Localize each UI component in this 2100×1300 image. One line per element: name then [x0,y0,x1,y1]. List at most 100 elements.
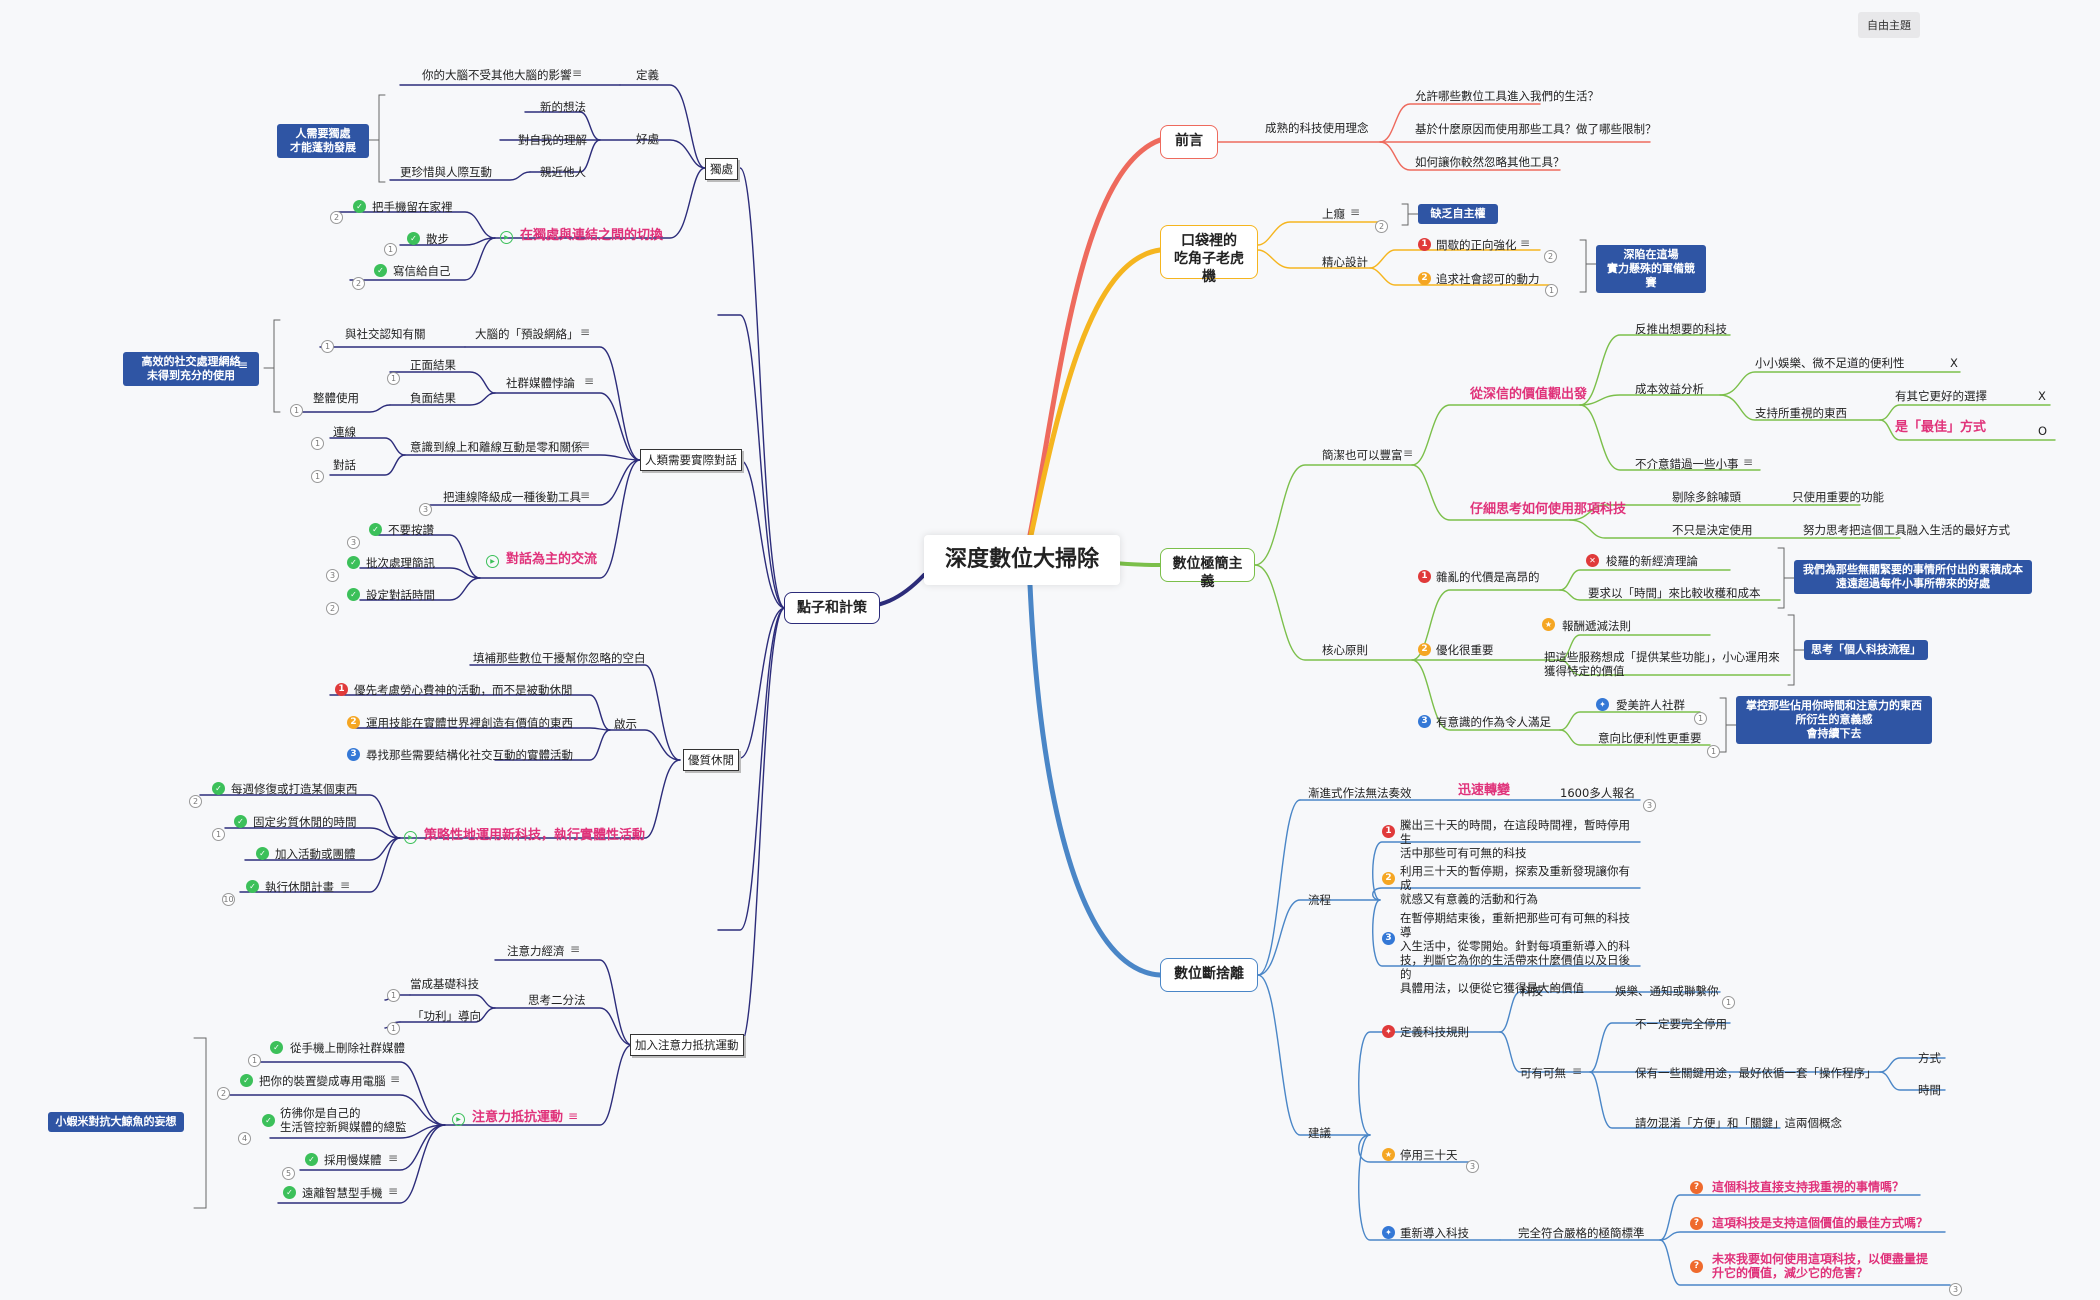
min-value-better[interactable]: 有其它更好的選擇 [1895,389,1987,403]
min-core-2[interactable]: 優化很重要 [1436,643,1494,657]
min-value-head[interactable]: 從深信的價值觀出發 [1470,387,1588,402]
dec-flow[interactable]: 流程 [1308,893,1331,907]
sol-benefit-4[interactable]: 更珍惜與人際互動 [400,165,492,179]
dec-gradual[interactable]: 漸進式作法無法奏效 [1308,786,1412,800]
resist-move[interactable]: 注意力抵抗運動 [472,1110,564,1125]
min-value-best[interactable]: 是「最佳」方式 [1895,420,1987,435]
resist-base[interactable]: 當成基礎科技 [410,977,479,991]
conv-link[interactable]: 連線 [333,425,356,439]
min-think-only[interactable]: 只使用重要的功能 [1792,490,1884,504]
box-social-network[interactable]: 高效的社交處理網絡 未得到充分的使用 [123,352,259,386]
tiger-design[interactable]: 精心設計 [1322,255,1368,269]
dec-optional-3[interactable]: 請勿混淆「方便」和「關鍵」這兩個概念 [1635,1116,1842,1130]
dec-optional-2[interactable]: 保有一些關鍵用途，最好依循一套「操作程序」 [1635,1066,1877,1080]
box-lack-autonomy[interactable]: 缺乏自主權 [1418,204,1498,224]
box-personal-tech-process[interactable]: 思考「個人科技流程」 [1804,640,1928,660]
min-value-support[interactable]: 支持所重視的東西 [1755,406,1847,420]
resist-move-5[interactable]: 遠離智慧型手機 [302,1186,383,1200]
node-conversation[interactable]: 人類需要實際對話 [640,449,742,471]
tiger-design-2[interactable]: 追求社會認可的動力 [1436,272,1540,286]
dec-optional-2b[interactable]: 時間 [1918,1083,1941,1097]
conv-main[interactable]: 對話為主的交流 [506,552,598,567]
resist-econ[interactable]: 注意力經濟 [507,944,565,958]
dec-question-2[interactable]: 這項科技是支持這個價值的最佳方式嗎？ [1712,1216,1929,1230]
conv-positive[interactable]: 正面結果 [410,358,456,372]
sol-switch[interactable]: 在獨處與連結之間的切換 [520,228,664,243]
min-core-1[interactable]: 雜亂的代價是高昂的 [1436,570,1540,584]
sol-def-text[interactable]: 你的大腦不受其他大腦的影響 [422,68,572,82]
node-solitude[interactable]: 獨處 [705,158,738,180]
dec-advice-1[interactable]: 定義科技規則 [1400,1025,1469,1039]
min-value-miss[interactable]: 不介意錯過一些小事 [1635,457,1739,471]
conv-main-1[interactable]: 不要按讚 [388,523,434,537]
leisure-strategy-2[interactable]: 固定劣質休閒的時間 [253,815,357,829]
min-value-x2[interactable]: X [2038,389,2046,403]
min-core[interactable]: 核心原則 [1322,643,1368,657]
sol-benefit-1[interactable]: 新的想法 [540,100,586,114]
dec-tech-desc[interactable]: 娛樂、通知或聯繫你 [1615,984,1719,998]
box-solitude[interactable]: 人需要獨處 才能蓬勃發展 [277,124,369,158]
conv-main-3[interactable]: 設定對話時間 [366,588,435,602]
sol-switch-3[interactable]: 寫信給自己 [393,264,451,278]
min-value-small[interactable]: 小小娛樂、微不足道的便利性 [1755,356,1905,370]
dec-advice-3[interactable]: 重新導入科技 [1400,1226,1469,1240]
leisure-insp-3[interactable]: 尋找那些需要結構化社交互動的實體活動 [366,748,573,762]
dec-flow-2[interactable]: 利用三十天的暫停期，探索及重新發現讓你有成 就感又有意義的活動和行為 [1400,864,1630,906]
topic-ideas-strategies[interactable]: 點子和計策 [784,592,880,624]
resist-move-2[interactable]: 把你的裝置變成專用電腦 [259,1074,386,1088]
resist-move-4[interactable]: 採用慢媒體 [324,1153,382,1167]
resist-dual[interactable]: 思考二分法 [528,993,586,1007]
dec-flow-1[interactable]: 騰出三十天的時間，在這段時間裡，暫時停用生 活中那些可有可無的科技 [1400,818,1630,860]
central-topic[interactable]: 深度數位大掃除 [924,535,1120,585]
topic-digital-minimalism[interactable]: 數位極簡主義 [1160,548,1255,590]
min-core-1a[interactable]: 梭羅的新經濟理論 [1606,554,1698,568]
conv-talk[interactable]: 對話 [333,458,356,472]
preface-item-2[interactable]: 基於什麼原因而使用那些工具？做了哪些限制？ [1415,122,1657,136]
dec-flow-3[interactable]: 在暫停期結束後，重新把那些可有可無的科技導 入生活中，從零開始。針對每項重新導入… [1400,911,1630,995]
dec-optional[interactable]: 可有可無 [1520,1066,1566,1080]
conv-negative[interactable]: 負面結果 [410,391,456,405]
leisure-fill[interactable]: 填補那些數位干擾幫你忽略的空白 [473,651,646,665]
min-think-cut[interactable]: 剔除多餘噱頭 [1672,490,1741,504]
leisure-strategy-1[interactable]: 每週修復或打造某個東西 [231,782,358,796]
dec-question-3[interactable]: 未來我要如何使用這項科技，以便盡量提 升它的價值，減少它的危害？ [1712,1252,1929,1280]
min-think-not[interactable]: 不只是決定使用 [1672,523,1753,537]
dec-optional-2a[interactable]: 方式 [1918,1051,1941,1065]
topic-slot-machine[interactable]: 口袋裡的 吃角子老虎機 [1160,225,1258,285]
leisure-insp-2[interactable]: 運用技能在實體世界裡創造有價值的東西 [366,716,573,730]
leisure-strategy-3[interactable]: 加入活動或團體 [275,847,356,861]
conv-net-text[interactable]: 與社交認知有關 [345,327,426,341]
min-core-3b[interactable]: 意向比便利性更重要 [1598,731,1702,745]
dec-strict[interactable]: 完全符合嚴格的極簡標準 [1518,1226,1645,1240]
box-clutter-cost[interactable]: 我們為那些無關緊要的事情所付出的累積成本 遠遠超過每件小事所帶來的好處 [1794,560,2032,594]
box-david-goliath[interactable]: 小蝦米對抗大鯨魚的妄想 [48,1112,184,1132]
dec-advice-2[interactable]: 停用三十天 [1400,1148,1458,1162]
topic-preface[interactable]: 前言 [1160,125,1218,159]
dec-advice[interactable]: 建議 [1308,1126,1331,1140]
min-core-1b[interactable]: 要求以「時間」來比較收穫和成本 [1588,586,1761,600]
resist-move-3[interactable]: 彷彿你是自己的 生活管控新興媒體的總監 [280,1106,407,1134]
preface-sub[interactable]: 成熟的科技使用理念 [1265,121,1369,135]
conv-whole[interactable]: 整體使用 [313,391,359,405]
conv-social[interactable]: 社群媒體悖論 [506,376,575,390]
leisure-insp[interactable]: 啟示 [614,717,637,731]
free-theme-button[interactable]: 自由主題 [1858,12,1920,38]
dec-quick[interactable]: 迅速轉變 [1458,783,1511,798]
min-value-push[interactable]: 反推出想要的科技 [1635,322,1727,336]
conv-lower[interactable]: 把連線降級成一種後勤工具 [443,490,581,504]
resist-profit[interactable]: 「功利」導向 [412,1009,481,1023]
min-think-effort[interactable]: 努力思考把這個工具融入生活的最好方式 [1803,523,2010,537]
conv-net[interactable]: 大腦的「預設網絡」 [475,327,579,341]
sol-benefit[interactable]: 好處 [636,132,659,146]
sol-switch-1[interactable]: 把手機留在家裡 [372,200,453,214]
sol-def[interactable]: 定義 [636,68,659,82]
sol-benefit-3[interactable]: 親近他人 [540,165,586,179]
box-meaning[interactable]: 掌控那些佔用你時間和注意力的東西 所衍生的意義感 會持續下去 [1736,696,1932,744]
node-resistance[interactable]: 加入注意力抵抗運動 [630,1034,744,1056]
topic-declutter[interactable]: 數位斷捨離 [1160,958,1258,992]
sol-switch-2[interactable]: 散步 [426,232,449,246]
dec-question-1[interactable]: 這個科技直接支持我重視的事情嗎？ [1712,1180,1905,1194]
preface-item-3[interactable]: 如何讓你較然忽略其他工具？ [1415,155,1565,169]
conv-main-2[interactable]: 批次處理簡訊 [366,556,435,570]
dec-optional-1[interactable]: 不一定要完全停用 [1635,1017,1727,1031]
